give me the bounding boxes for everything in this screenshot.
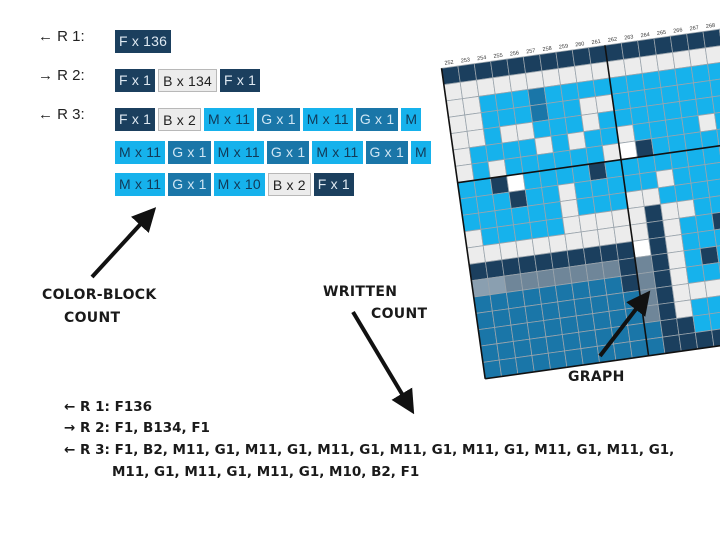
color-block-m: M x 11 [302, 108, 353, 131]
column-number: 257 [526, 48, 536, 55]
color-block-b: B x 134 [158, 69, 218, 92]
row-label-r3: ← R 3: [38, 106, 85, 123]
column-number: 265 [657, 30, 667, 37]
column-number: 253 [461, 57, 471, 64]
color-block-f: F x 136 [115, 30, 172, 53]
written-line-r3: ← R 3: F1, B2, M11, G1, M11, G1, M11, G1… [64, 442, 675, 458]
color-block-m: M x 11 [213, 141, 264, 164]
color-block-m: M x 10 [213, 173, 265, 196]
color-block-m: M x 11 [312, 141, 363, 164]
column-number: 258 [542, 46, 552, 53]
graph-border-left [440, 68, 486, 379]
written-line-r1: ← R 1: F136 [64, 399, 153, 415]
label-written: WRITTEN [323, 284, 398, 300]
column-number: 254 [477, 55, 487, 62]
color-block-f: F x 1 [220, 69, 261, 92]
color-block-g: G x 1 [168, 141, 211, 164]
graph-border-bottom [485, 334, 720, 380]
color-block-f: F x 1 [313, 173, 354, 196]
arrow-to-written-count [351, 310, 415, 415]
graph-grid: 252 253 254 255 256 257 258 259 260 261 262 263 264 2… [440, 23, 720, 380]
column-number: 260 [575, 41, 585, 48]
color-block-g: G x 1 [266, 141, 310, 164]
row-label-r2: → R 2: [38, 67, 85, 84]
arrow-to-graph [598, 290, 651, 358]
graph-cell [711, 94, 720, 114]
color-block-m: M [401, 108, 422, 131]
color-block-g: G x 1 [365, 141, 408, 164]
column-number: 266 [673, 27, 683, 34]
color-block-m: M x 11 [204, 108, 255, 131]
graph-cell [709, 77, 720, 98]
column-number: 263 [624, 34, 634, 41]
label-color-block: COLOR-BLOCK [42, 287, 157, 303]
column-number: 255 [493, 53, 503, 60]
arrow-to-color-block [90, 207, 157, 279]
label-color-block-count: COUNT [64, 310, 121, 326]
graph-cell [716, 243, 720, 264]
color-block-g: G x 1 [257, 108, 300, 131]
column-number: 261 [591, 39, 601, 46]
color-block-g: G x 1 [355, 108, 399, 131]
block-line: F x 136 [115, 30, 172, 53]
graph-cell [709, 194, 720, 215]
color-block-m: M x 11 [115, 173, 166, 196]
written-line-r3-cont: M11, G1, M11, G1, M11, G1, M10, B2, F1 [112, 464, 420, 480]
column-number: 262 [608, 37, 618, 44]
graph-major-line-horizontal [457, 138, 720, 184]
column-number: 259 [559, 43, 569, 50]
graph-cell [716, 126, 720, 147]
color-block-m: M x 11 [115, 141, 166, 164]
knitting-graph: 252 253 254 255 256 257 258 259 260 261 262 263 264 2… [425, 8, 720, 380]
column-number: 264 [640, 32, 650, 39]
label-graph: GRAPH [568, 369, 625, 385]
row-label-r1: ← R 1: [38, 28, 85, 45]
column-number: 268 [706, 23, 716, 30]
column-number: 252 [444, 60, 454, 67]
color-block-g: G x 1 [168, 173, 211, 196]
color-block-b: B x 2 [267, 173, 311, 196]
graph-cell [713, 227, 720, 247]
color-block-b: B x 2 [158, 108, 202, 131]
column-number: 256 [510, 50, 520, 57]
graph-cell [711, 210, 720, 231]
column-number: 267 [689, 25, 699, 32]
color-block-f: F x 1 [115, 108, 156, 131]
color-block-f: F x 1 [115, 69, 156, 92]
label-written-count: COUNT [371, 306, 428, 322]
color-block-m: M [410, 141, 431, 164]
written-line-r2: → R 2: F1, B134, F1 [64, 420, 210, 436]
graph-cell [714, 110, 720, 131]
